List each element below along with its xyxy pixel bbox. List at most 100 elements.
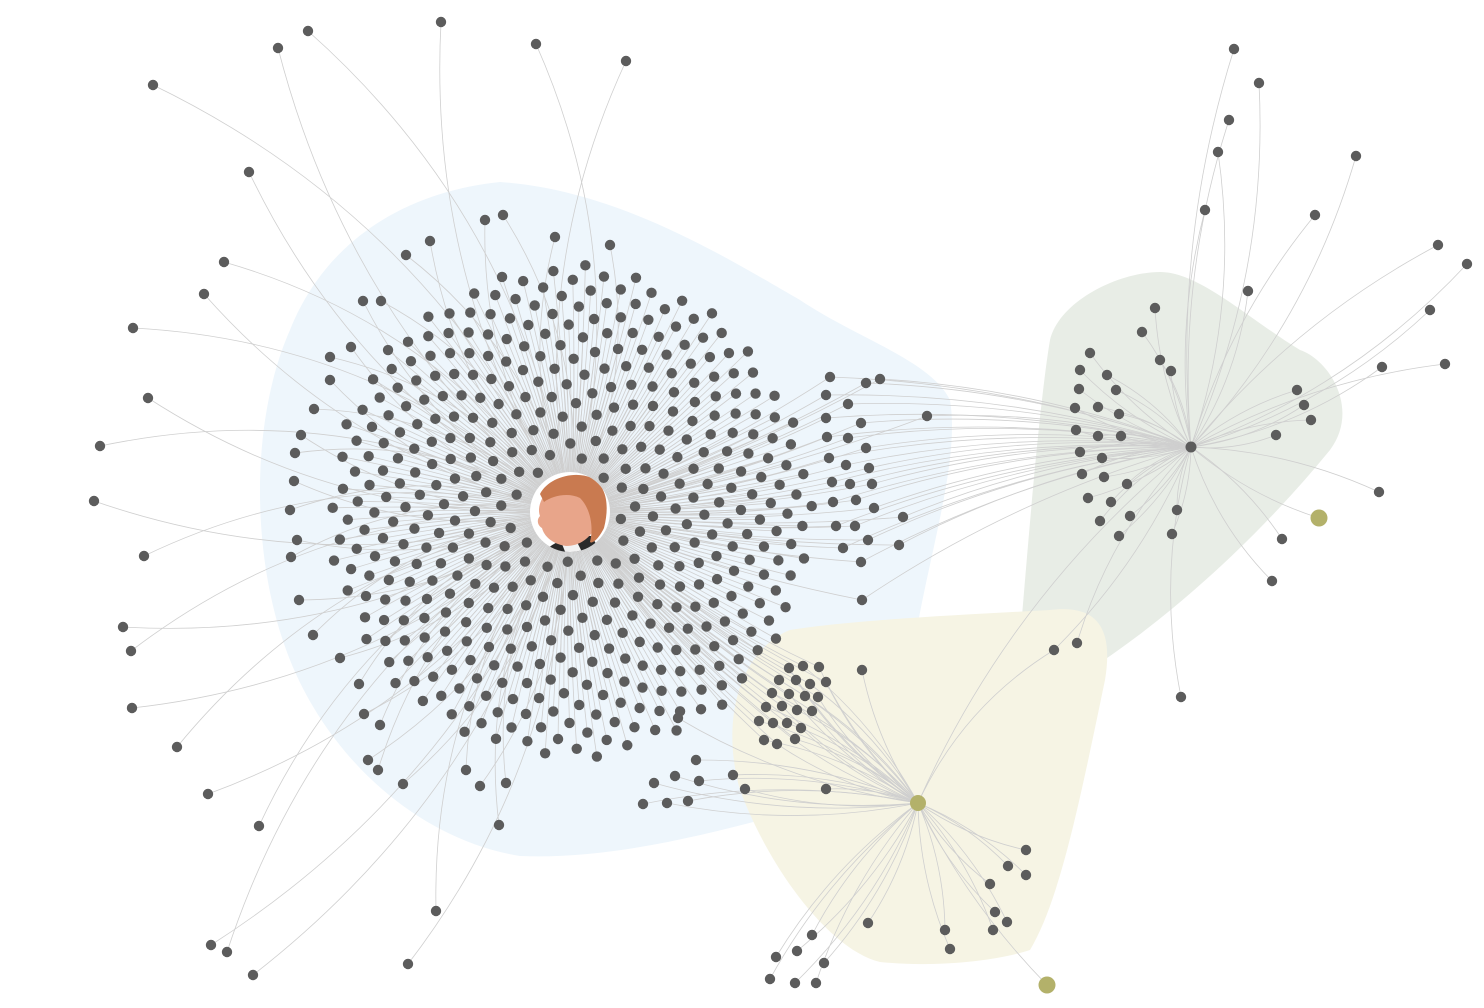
network-node[interactable] [353, 678, 365, 690]
network-node[interactable] [601, 614, 613, 626]
network-node[interactable] [563, 625, 574, 636]
network-node[interactable] [422, 509, 434, 521]
network-node[interactable] [552, 577, 563, 589]
network-node[interactable] [666, 368, 677, 379]
network-node[interactable] [636, 344, 648, 356]
network-node[interactable] [741, 528, 753, 540]
network-node[interactable] [362, 754, 374, 766]
network-node[interactable] [221, 946, 233, 958]
network-node[interactable] [397, 778, 409, 790]
network-node[interactable] [806, 705, 818, 717]
network-node[interactable] [1165, 365, 1177, 377]
network-node[interactable] [781, 460, 792, 471]
network-node[interactable] [798, 468, 809, 480]
network-node[interactable] [435, 558, 447, 569]
network-node[interactable] [546, 391, 557, 403]
network-node[interactable] [989, 906, 1001, 918]
network-node[interactable] [655, 491, 667, 502]
network-node[interactable] [756, 471, 767, 483]
network-node[interactable] [521, 537, 533, 548]
network-node[interactable] [369, 551, 381, 562]
network-node[interactable] [820, 676, 832, 688]
network-node[interactable] [862, 917, 874, 929]
network-node[interactable] [676, 686, 687, 697]
network-node[interactable] [682, 795, 694, 807]
network-node[interactable] [737, 608, 748, 619]
network-node[interactable] [773, 674, 785, 686]
network-node[interactable] [750, 409, 761, 420]
network-node[interactable] [529, 300, 540, 311]
network-node[interactable] [452, 570, 463, 581]
network-node[interactable] [647, 381, 658, 392]
network-node[interactable] [1101, 369, 1113, 381]
network-node[interactable] [769, 412, 781, 423]
network-node[interactable] [767, 433, 778, 444]
network-node[interactable] [939, 924, 951, 936]
network-node[interactable] [352, 496, 363, 507]
network-node[interactable] [480, 487, 492, 498]
network-node[interactable] [528, 424, 539, 436]
network-node[interactable] [1305, 414, 1317, 426]
network-node[interactable] [743, 448, 754, 459]
network-node[interactable] [780, 602, 791, 613]
network-node[interactable] [799, 690, 811, 702]
network-node[interactable] [762, 453, 774, 464]
network-node[interactable] [1074, 364, 1086, 376]
network-node[interactable] [295, 429, 307, 441]
network-node[interactable] [587, 656, 598, 668]
network-node[interactable] [760, 701, 772, 713]
network-node[interactable] [542, 561, 553, 572]
network-node[interactable] [360, 590, 372, 602]
network-node[interactable] [520, 391, 531, 403]
network-node[interactable] [721, 446, 733, 457]
network-node[interactable] [615, 284, 626, 295]
network-node[interactable] [783, 662, 795, 674]
network-node[interactable] [469, 288, 480, 299]
network-node[interactable] [476, 717, 487, 729]
network-node[interactable] [770, 951, 782, 963]
network-node[interactable] [649, 724, 661, 736]
network-node[interactable] [812, 691, 824, 703]
network-node[interactable] [1082, 492, 1094, 504]
network-node[interactable] [616, 482, 628, 493]
network-node[interactable] [766, 687, 778, 699]
network-node[interactable] [497, 209, 509, 221]
network-node[interactable] [367, 374, 379, 385]
network-node[interactable] [218, 256, 230, 268]
network-node[interactable] [383, 574, 395, 586]
network-node[interactable] [1439, 358, 1451, 370]
network-node[interactable] [142, 392, 154, 404]
network-node[interactable] [525, 575, 536, 586]
network-node[interactable] [637, 682, 648, 693]
network-node[interactable] [693, 557, 704, 569]
network-node[interactable] [423, 311, 434, 322]
network-node[interactable] [647, 400, 659, 412]
network-node[interactable] [587, 388, 598, 399]
network-node[interactable] [744, 554, 755, 566]
network-node[interactable] [612, 343, 624, 355]
network-node[interactable] [448, 411, 460, 422]
network-node[interactable] [482, 329, 494, 340]
network-node[interactable] [503, 380, 515, 392]
network-node[interactable] [667, 406, 679, 417]
network-node[interactable] [661, 349, 672, 360]
network-node[interactable] [471, 673, 483, 684]
network-node[interactable] [609, 597, 621, 608]
network-node[interactable] [1270, 429, 1282, 441]
network-node[interactable] [711, 573, 723, 585]
network-node[interactable] [291, 534, 303, 546]
network-node[interactable] [713, 463, 724, 474]
network-node[interactable] [573, 301, 585, 312]
network-node[interactable] [341, 419, 352, 430]
network-node[interactable] [1136, 326, 1148, 338]
network-node[interactable] [1098, 471, 1110, 483]
network-node[interactable] [1242, 285, 1254, 297]
network-node[interactable] [820, 389, 832, 401]
network-node[interactable] [1199, 204, 1211, 216]
network-node[interactable] [598, 453, 609, 464]
network-node[interactable] [708, 597, 719, 609]
network-node[interactable] [545, 674, 556, 685]
network-node[interactable] [530, 38, 542, 50]
network-node[interactable] [743, 581, 754, 592]
network-node[interactable] [856, 664, 868, 676]
